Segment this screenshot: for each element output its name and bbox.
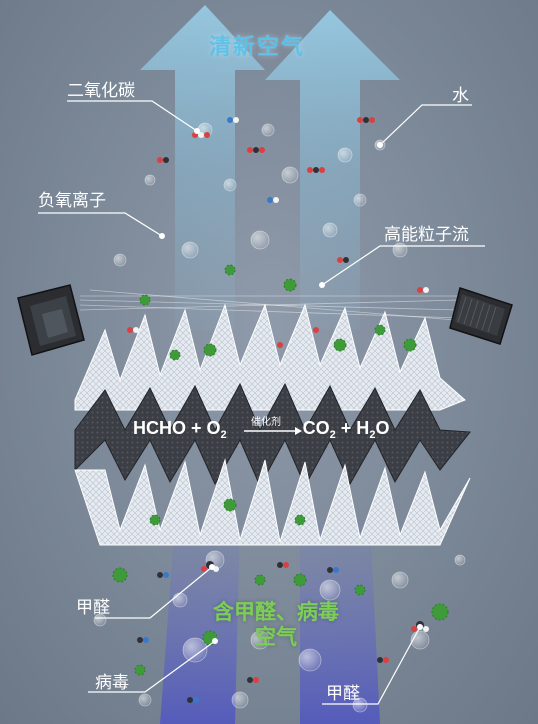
formula-o2-subscript: 2 (220, 429, 227, 441)
label-formaldehyde-right: 甲醛 (326, 684, 360, 704)
label-formaldehyde-left: 甲醛 (76, 598, 110, 618)
leader-dots (159, 128, 423, 644)
label-water: 水 (452, 86, 469, 106)
formula-co2-subscript: 2 (329, 429, 336, 441)
formula-reactants: HCHO + O (133, 418, 221, 438)
dirty-air-arrows (160, 520, 380, 724)
reaction-formula: HCHO + O2 CO2 + H2O (133, 418, 423, 441)
label-particle-stream: 高能粒子流 (384, 225, 469, 245)
right-emitter-device (449, 287, 513, 345)
label-negative-ions: 负氧离子 (38, 191, 106, 211)
label-virus: 病毒 (95, 673, 129, 693)
clean-air-title: 清新空气 (209, 35, 306, 60)
formula-plus-h: + H (335, 418, 370, 438)
water-bubbles (93, 122, 466, 713)
formula-co: CO (302, 418, 330, 438)
left-emitter-device (17, 284, 85, 356)
particle-beams (79, 289, 461, 321)
virus-particles (112, 264, 449, 676)
catalyst-label: 催化剂 (251, 417, 281, 428)
reaction-arrow (244, 427, 302, 435)
label-co2: 二氧化碳 (67, 81, 135, 101)
leader-lines (38, 100, 485, 705)
formula-h2-subscript: 2 (369, 429, 376, 441)
upper-filter (74, 303, 466, 411)
clean-air-arrows (140, 5, 400, 330)
polluted-air-title: 含甲醛、病毒 空气 (186, 600, 366, 650)
polluted-air-title-line1: 含甲醛、病毒 (213, 600, 339, 624)
co2-molecules (127, 117, 429, 348)
carbon-filter (74, 382, 471, 488)
formula-o: O (375, 418, 390, 438)
polluted-air-title-line2: 空气 (255, 625, 297, 650)
lower-filter (74, 458, 471, 546)
